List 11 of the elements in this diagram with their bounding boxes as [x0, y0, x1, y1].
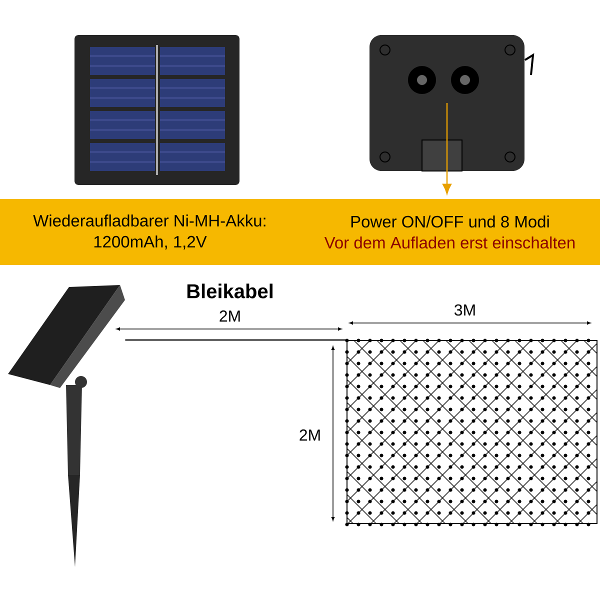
arrow	[442, 103, 452, 194]
info-band: Wiederaufladbarer Ni-MH-Akku: 1200mAh, 1,2V Power ON/OFF und 8 Modi Vor dem Aufladen erst einschalten	[0, 199, 600, 265]
dimension-label: 2M	[300, 429, 320, 441]
dimension-label: 2M	[220, 310, 240, 322]
net-light-drawing	[345, 338, 598, 526]
solar-stake-drawing	[8, 285, 125, 567]
cable-line	[125, 339, 346, 341]
dimension-label: 3M	[454, 304, 475, 316]
battery-box-drawing	[370, 35, 534, 172]
solar-panel-drawing	[74, 35, 240, 185]
edge-label: Bleikabel	[187, 284, 272, 298]
